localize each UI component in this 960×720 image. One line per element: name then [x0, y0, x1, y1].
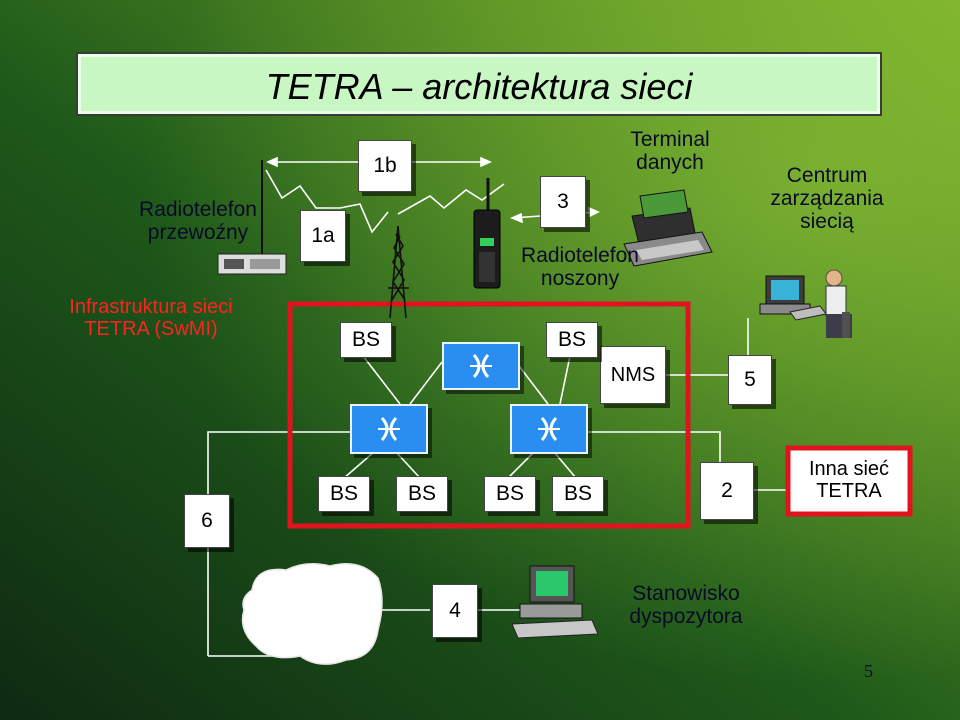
swmi-frame	[287, 301, 691, 529]
page-number: 5	[864, 661, 873, 681]
label-infrastruktura: Infrastruktura sieci TETRA (SwMI)	[69, 296, 233, 340]
label-radiotelefon-noszony: Radiotelefon noszony	[521, 244, 639, 291]
nms-box: NMS	[600, 346, 666, 404]
switch-right	[510, 404, 588, 454]
base-station-bottom-2: BS	[396, 476, 448, 512]
arrowhead-right	[480, 156, 492, 168]
mobile-radio-icon	[217, 160, 287, 275]
interface-2: 2	[700, 462, 754, 520]
page-title: TETRA – architektura sieci	[265, 66, 693, 107]
link-bs-switch-a	[362, 355, 401, 405]
wired-links	[207, 330, 790, 657]
link-bs2	[395, 451, 421, 479]
base-station-bottom-1: BS	[318, 476, 370, 512]
interface-6: 6	[184, 494, 230, 548]
switch-icon	[538, 416, 560, 442]
interface-3: 3	[540, 176, 586, 228]
base-station-top-left: BS	[340, 322, 392, 358]
interface-4: 4	[432, 584, 478, 638]
label-stanowisko: Stanowisko dyspozytora	[629, 582, 743, 629]
arrowhead-left	[266, 156, 278, 168]
dispatcher-console-icon	[511, 565, 599, 639]
link-bs-switch-b	[559, 355, 571, 405]
label-centrum: Centrum zarządzania siecią	[770, 164, 884, 234]
other-tetra-network: Inna sieć TETRA	[808, 458, 890, 502]
link-bs3	[507, 451, 535, 479]
cloud-icon	[241, 563, 383, 665]
label-radiotelefon-przewozny: Radiotelefon przewoźny	[139, 198, 257, 245]
arrowhead-3-left	[509, 212, 523, 224]
base-station-bottom-4: BS	[552, 476, 604, 512]
interface-1b: 1b	[358, 140, 412, 192]
antenna-tower-icon	[388, 225, 409, 319]
link-switch-b	[515, 361, 549, 405]
link-6	[207, 431, 350, 656]
label-terminal-danych: Terminal danych	[630, 128, 710, 175]
interface-1a: 1a	[300, 210, 346, 262]
base-station-top-right: BS	[546, 322, 598, 358]
base-station-bottom-3: BS	[484, 476, 536, 512]
arrowhead-3-right	[588, 206, 600, 218]
link-bs4	[553, 451, 577, 479]
laptop-icon	[623, 189, 713, 267]
link-handheld	[397, 183, 505, 215]
handheld-radio-icon	[473, 178, 501, 289]
link-switch-a	[409, 361, 443, 405]
switch-center	[442, 342, 520, 390]
other-network-frame	[785, 445, 913, 517]
link-1a	[265, 169, 389, 234]
link-bs1	[343, 451, 375, 479]
operator-workstation-icon	[759, 269, 852, 338]
switch-icon	[378, 416, 400, 442]
switch-icon	[470, 353, 492, 379]
switch-left	[350, 404, 428, 454]
title-bar: TETRA – architektura sieci	[76, 52, 882, 116]
interface-5: 5	[728, 355, 772, 405]
